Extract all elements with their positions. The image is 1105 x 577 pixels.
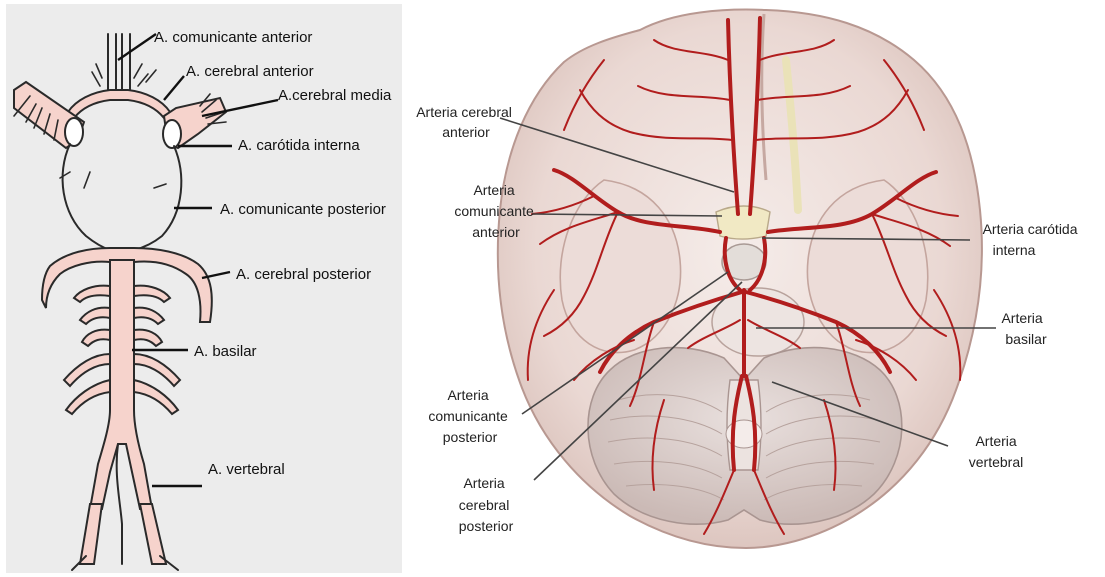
label-vertebral: A. vertebral (208, 461, 285, 478)
label-carotida-interna: A. carótida interna (238, 137, 360, 154)
right-carotid-stump (163, 120, 181, 148)
label-cerebral-media: A.cerebral media (278, 87, 392, 104)
label-r-basilar: Arteria basilar (1001, 310, 1047, 347)
anterior-spinal (117, 444, 122, 564)
label-comunicante-posterior: A. comunicante posterior (220, 201, 386, 218)
label-cerebral-posterior: A. cerebral posterior (236, 266, 371, 283)
leader-comunicante-anterior (118, 34, 156, 60)
left-posterior-communicating (63, 144, 110, 250)
leader-cerebral-anterior (164, 76, 184, 100)
label-r-vertebral: Arteria vertebral (969, 433, 1023, 470)
label-basilar: A. basilar (194, 343, 257, 360)
label-r-cerebral-anterior: Arteria cerebral anterior (416, 104, 516, 140)
schematic-circle-of-willis: A. comunicante anterior A. cerebral ante… (6, 4, 402, 573)
brain-base-illustration: Arteria cerebral anterior Arteria comuni… (404, 0, 1105, 577)
brain-illustration-panel: Arteria cerebral anterior Arteria comuni… (404, 0, 1105, 577)
left-carotid-stump (65, 118, 83, 146)
label-r-cerebral-posterior: Arteria cerebral posterior (459, 475, 514, 534)
label-comunicante-anterior: A. comunicante anterior (154, 29, 312, 46)
schematic-diagram-panel: A. comunicante anterior A. cerebral ante… (6, 4, 402, 573)
optic-chiasm (716, 206, 770, 239)
left-vertebral-lower (80, 504, 102, 564)
right-vertebral-lower (140, 504, 166, 564)
label-cerebral-anterior: A. cerebral anterior (186, 63, 314, 80)
right-posterior-communicating (134, 146, 181, 250)
anterior-cerebral-arch (68, 90, 170, 118)
label-r-carotida-interna: Arteria carótida interna (983, 221, 1082, 258)
label-r-comunicante-posterior: Arteria comunicante posterior (428, 387, 511, 445)
